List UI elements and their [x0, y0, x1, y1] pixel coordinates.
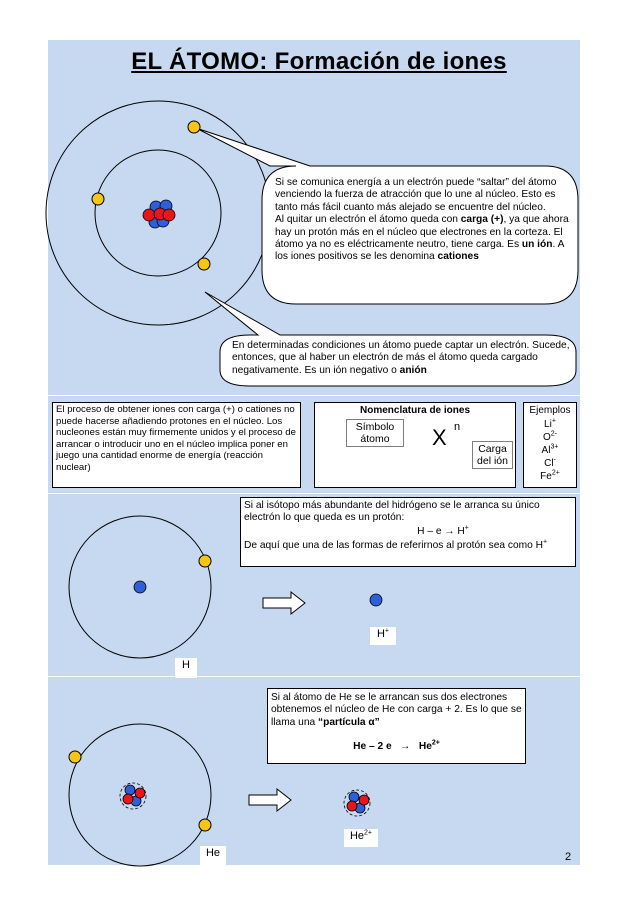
hydrogen-box: Si al isótopo más abundante del hidrógen…: [240, 497, 576, 567]
example-item: Cl-: [524, 457, 576, 470]
electron: [198, 258, 210, 270]
nucleus: [143, 200, 175, 228]
electron: [92, 193, 104, 205]
alpha-particle: [344, 790, 370, 816]
example-item: Al3+: [524, 444, 576, 457]
example-item: O2-: [524, 431, 576, 444]
proton: [134, 581, 146, 593]
process-text: El proceso de obtener iones con carga (+…: [56, 404, 298, 474]
examples-list: Li+ O2- Al3+ Cl- Fe2+: [524, 418, 576, 483]
anion-bubble-text: En determinadas condiciones un átomo pue…: [232, 340, 572, 377]
hydrogen-line-3: De aquí que una de las formas de referir…: [244, 540, 574, 552]
reaction-arrow-icon: [263, 592, 305, 614]
hydrogen-atom-label: H: [175, 658, 197, 678]
reaction-arrow-icon: [249, 789, 291, 811]
page-number: 2: [565, 851, 571, 863]
alpha-particle-label: He2+: [344, 829, 378, 847]
helium-nucleus: [120, 783, 146, 809]
charge-label: Carga del ión: [472, 441, 513, 469]
symbol-label: Símbolo átomo: [346, 419, 404, 447]
cation-bubble-text: Si se comunica energía a un electrón pue…: [275, 177, 570, 264]
electron: [199, 555, 211, 567]
cation-paragraph-1: Si se comunica energía a un electrón pue…: [275, 177, 570, 214]
helium-atom-label: He: [200, 846, 226, 865]
hydrogen-line-1: Si al isótopo más abundante del hidrógen…: [244, 500, 572, 525]
helium-line-1: Si al átomo de He se le arrancan sus dos…: [271, 692, 523, 729]
cation-paragraph-2: Al quitar un electrón el átomo queda con…: [275, 214, 570, 264]
example-item: Li+: [524, 418, 576, 431]
examples-box: Ejemplos Li+ O2- Al3+ Cl- Fe2+: [523, 402, 577, 488]
examples-title: Ejemplos: [524, 405, 576, 417]
example-item: Fe2+: [524, 470, 576, 483]
process-box: El proceso de obtener iones con carga (+…: [52, 402, 301, 488]
nomenclature-title: Nomenclatura de iones: [315, 405, 515, 417]
helium-box: Si al átomo de He se le arrancan sus dos…: [267, 688, 526, 764]
element-symbol: X: [432, 426, 447, 450]
electron: [199, 819, 211, 831]
proton-ion: [370, 594, 382, 606]
hydrogen-equation: H – e → H+: [241, 526, 575, 538]
proton-ion-label: H+: [370, 627, 396, 645]
helium-equation: He – 2 e → He2+: [268, 741, 525, 753]
charge-n: n: [454, 421, 460, 433]
electron: [188, 121, 200, 133]
electron: [69, 751, 81, 763]
